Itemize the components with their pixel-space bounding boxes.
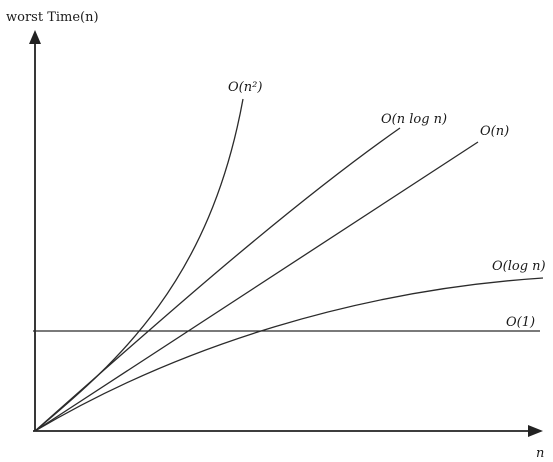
curve-n-log-n <box>34 127 401 432</box>
label-constant: O(1) <box>506 315 535 330</box>
label-n-log-n: O(n log n) <box>381 112 447 127</box>
curve-linear <box>34 141 479 432</box>
label-n-squared: O(n²) <box>228 80 262 95</box>
curve-log-n <box>34 277 544 432</box>
y-axis-arrow-icon <box>29 30 41 44</box>
x-axis-arrow-icon <box>528 425 543 437</box>
label-linear: O(n) <box>480 124 509 139</box>
curve-n-squared <box>34 98 244 432</box>
y-axis-label: worst Time(n) <box>6 10 99 25</box>
x-axis-label: n <box>536 446 544 461</box>
label-log-n: O(log n) <box>492 259 546 274</box>
